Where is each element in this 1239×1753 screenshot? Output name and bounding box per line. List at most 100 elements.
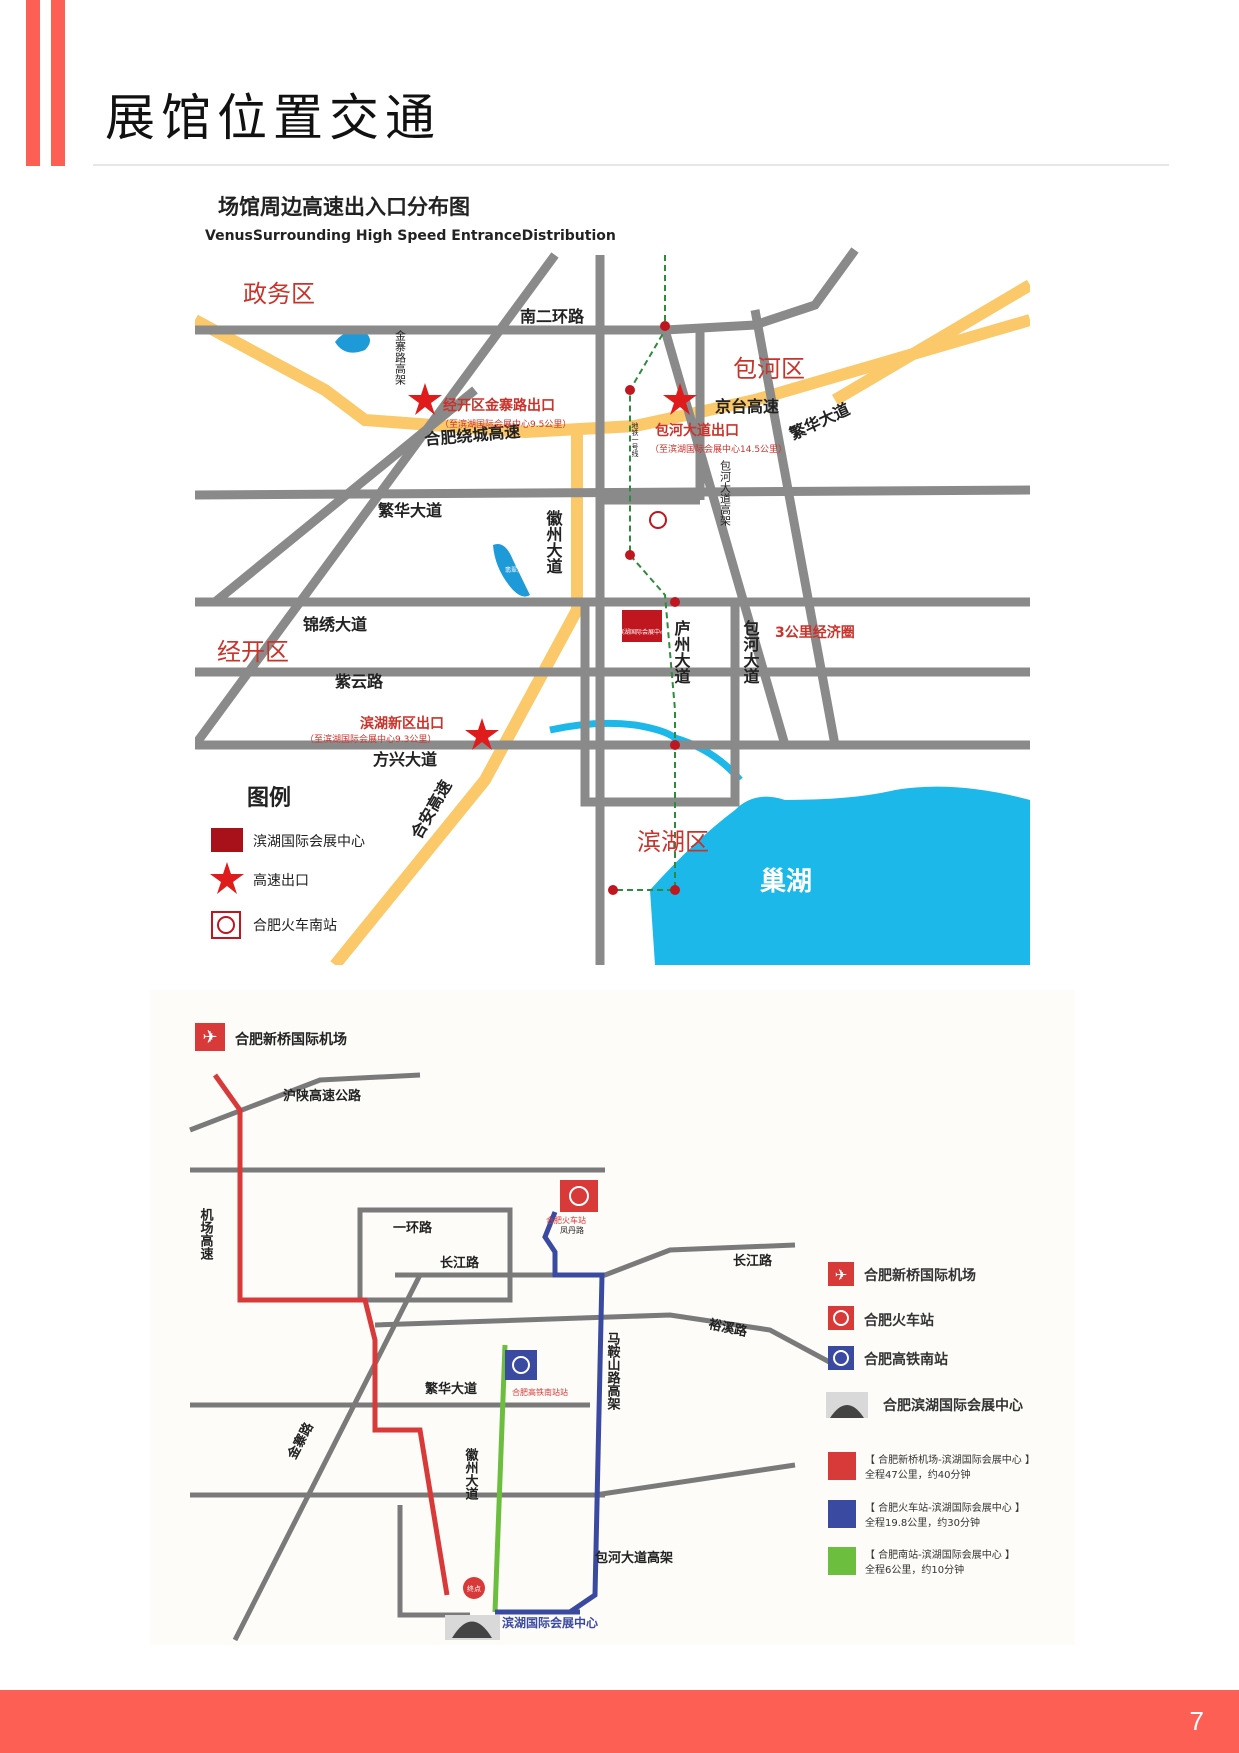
venue-marker-label: 滨湖国际会展中心	[618, 628, 666, 636]
route-railway-station	[542, 1211, 605, 1615]
title-divider	[93, 164, 1169, 166]
rail-station-icon	[211, 911, 241, 939]
road-nanerhuan: 南二环路	[520, 307, 585, 326]
road-jichang: 机场高速	[198, 1207, 214, 1261]
road-ziyun: 紫云路	[335, 672, 384, 691]
venue-label: 滨湖国际会展中心	[502, 1615, 598, 1630]
rail-station-icon	[649, 511, 667, 529]
footer-bar: 7	[0, 1690, 1239, 1753]
road-yihuan: 一环路	[393, 1220, 433, 1236]
venue-marker	[622, 610, 662, 642]
map1-subtitle: VenusSurrounding High Speed EntranceDist…	[205, 228, 616, 244]
end-marker-label: 终点	[467, 1584, 481, 1593]
road-changjiang-left: 长江路	[440, 1255, 480, 1271]
map2-roads	[189, 1072, 837, 1642]
exit-binhu-note: （至滨湖国际会展中心9.3公里）	[305, 733, 436, 745]
district-binhu: 滨湖区	[637, 828, 709, 856]
route-swatch-red	[828, 1452, 856, 1480]
star-icon	[210, 862, 244, 894]
map1-title: 场馆周边高速出入口分布图	[218, 195, 470, 219]
road-fanhua-left: 繁华大道	[377, 501, 442, 520]
venue-building-icon	[445, 1615, 500, 1640]
route-south-name: 【 合肥南站-滨湖国际会展中心 】	[865, 1548, 1015, 1561]
page-number: 7	[1189, 1706, 1204, 1736]
route-airport-detail: 全程47公里，约40分钟	[865, 1468, 970, 1481]
tiane-lake	[335, 331, 370, 353]
rail-station-icon	[560, 1180, 598, 1212]
legend2-airport: 合肥新桥国际机场	[864, 1267, 976, 1284]
district-jingkai: 经开区	[217, 638, 289, 666]
legend-title: 图例	[247, 786, 291, 811]
small-lake	[493, 544, 530, 597]
roads	[195, 247, 1030, 965]
transport-route-map: ✈ 合肥新桥国际机场 合肥火车站 凤丹路 合肥高铁南站站 终点 滨湖国际会展中心…	[150, 990, 1075, 1645]
accent-bar-right	[51, 0, 65, 166]
svg-text:✈: ✈	[835, 1266, 848, 1284]
route-south-station	[492, 1344, 508, 1613]
exit-jinzhai-name: 经开区金寨路出口	[443, 397, 555, 414]
legend-item-venue: 滨湖国际会展中心	[253, 834, 365, 850]
route-airport-name: 【 合肥新桥机场-滨湖国际会展中心 】	[865, 1453, 1035, 1466]
highways	[195, 279, 1030, 965]
station-south-label: 合肥高铁南站站	[512, 1387, 568, 1397]
lake-tiane-label: 天鹅湖	[352, 354, 376, 364]
star-icon-binhu	[465, 718, 499, 750]
district-baohe: 包河区	[733, 355, 805, 383]
rail-station-icon	[828, 1346, 854, 1370]
economic-circle-label: 3公里经济圈	[775, 624, 855, 641]
chaohu-lake	[650, 786, 1030, 965]
end-marker	[463, 1577, 485, 1599]
lake-small-label: 翡翠湖	[505, 566, 523, 574]
legend2-venue: 合肥滨湖国际会展中心	[883, 1397, 1023, 1414]
road-maanshan: 马鞍山路高架	[605, 1332, 622, 1411]
svg-text:✈: ✈	[202, 1027, 217, 1048]
route-south-detail: 全程6公里，约10分钟	[865, 1563, 964, 1576]
road-fangxing: 方兴大道	[373, 750, 437, 769]
road-jinzhai-gaojia: 金寨路高架	[394, 329, 407, 385]
legend2-station-south: 合肥高铁南站	[864, 1351, 948, 1368]
rail-station-icon	[828, 1306, 854, 1330]
exit-binhu-name: 滨湖新区出口	[360, 715, 444, 732]
route-swatch-green	[828, 1547, 856, 1575]
road-jingtai: 京台高速	[715, 397, 779, 416]
road-baohe-gaojia: 包河大道高架	[719, 460, 732, 526]
road-baohe-gaojia: 包河大道高架	[595, 1550, 673, 1566]
star-icon-baohe	[663, 383, 697, 415]
raocheng-highway	[195, 314, 1030, 439]
metro-stations	[608, 321, 680, 895]
station-main-label: 合肥火车站	[546, 1215, 586, 1225]
route-station-detail: 全程19.8公里，约30分钟	[865, 1516, 980, 1529]
highway-exit-map: 场馆周边高速出入口分布图 VenusSurrounding High Speed…	[195, 195, 1030, 965]
road-changjiang-right: 长江路	[733, 1253, 773, 1269]
venue-square-icon	[211, 828, 243, 852]
exit-jinzhai-note: （至滨湖国际会展中心9.5公里）	[440, 418, 571, 430]
metro-line-label: 地铁一号线	[631, 421, 639, 457]
district-zhengwu: 政务区	[243, 280, 315, 308]
legend-item-exit: 高速出口	[253, 872, 309, 889]
map2-legend: ✈ 合肥新桥国际机场 合肥火车站 合肥高铁南站 合肥滨湖国际会展中心 【 合肥新…	[826, 1262, 1035, 1576]
airplane-icon	[828, 1262, 854, 1286]
route-airport	[212, 1073, 450, 1596]
exit-baohe-note: （至滨湖国际会展中心14.5公里）	[650, 443, 787, 455]
accent-bar-left	[26, 0, 40, 166]
star-icon-jinzhai	[408, 383, 442, 415]
jingtai-highway	[831, 279, 1030, 406]
road-jinxiu: 锦绣大道	[303, 615, 367, 634]
road-hushaan: 沪陕高速公路	[283, 1088, 362, 1104]
exit-baohe-name: 包河大道出口	[655, 422, 739, 439]
road-baohe-dadao: 包河大道	[741, 619, 760, 684]
route-station-name: 【 合肥火车站-滨湖国际会展中心 】	[865, 1501, 1025, 1514]
road-fengdan: 凤丹路	[560, 1225, 584, 1235]
legend2-station-main: 合肥火车站	[864, 1312, 934, 1329]
page-title: 展馆位置交通	[105, 89, 441, 147]
he-an-highway	[330, 432, 583, 965]
legend-item-station: 合肥火车南站	[253, 917, 337, 934]
airplane-icon	[195, 1023, 225, 1051]
road-fanhua: 繁华大道	[425, 1381, 477, 1397]
rail-station-icon	[505, 1350, 537, 1380]
airport-label: 合肥新桥国际机场	[235, 1031, 347, 1048]
route-swatch-blue	[828, 1500, 856, 1528]
road-huizhou: 徽州大道	[544, 509, 564, 574]
road-luzhou: 庐州大道	[672, 619, 692, 684]
lake-chaohu-label: 巢湖	[759, 867, 812, 897]
